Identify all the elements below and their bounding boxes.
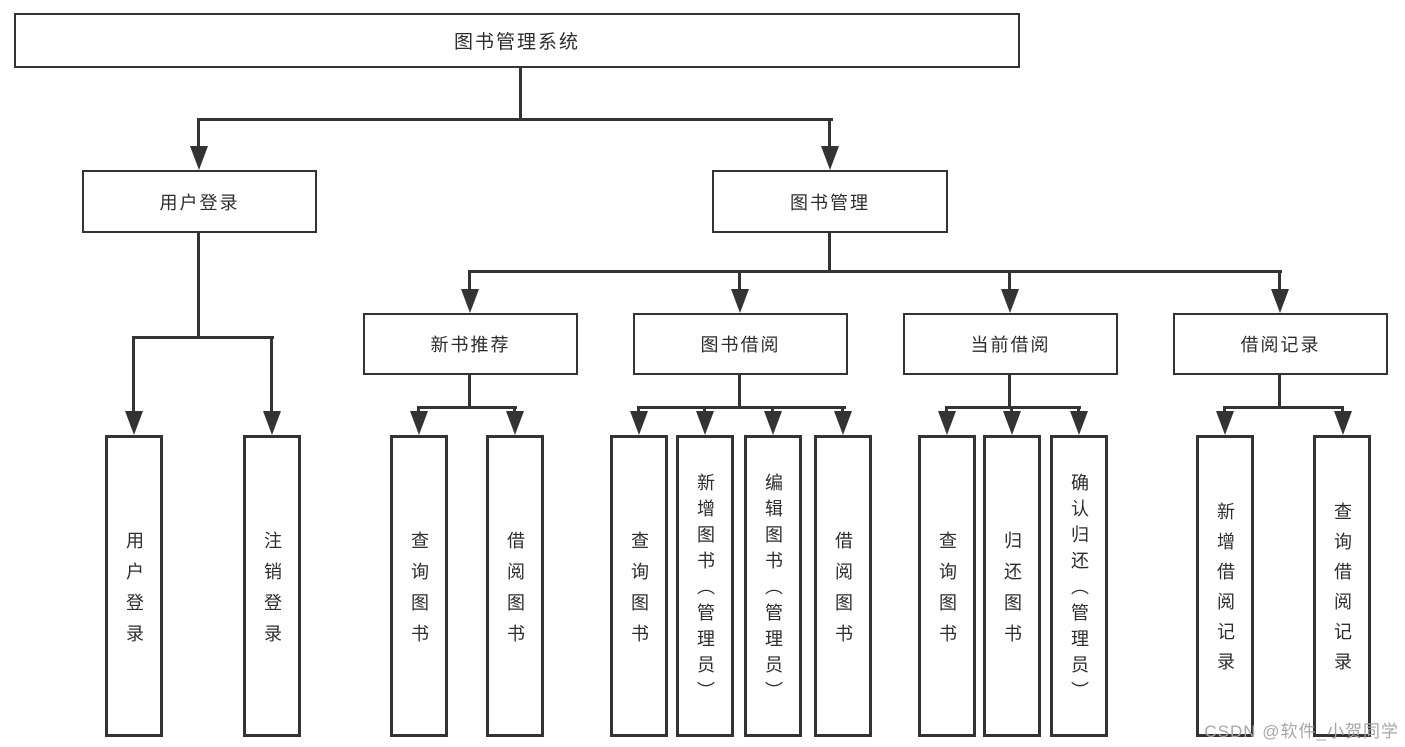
arrow-down-icon <box>461 289 479 313</box>
connector-line <box>703 406 706 414</box>
leaf-logout: 注销登录 <box>243 435 301 737</box>
arrow-down-icon <box>263 411 281 435</box>
arrow-down-icon <box>1003 411 1021 435</box>
connector-line <box>417 406 420 414</box>
arrow-down-icon <box>834 411 852 435</box>
arrow-down-icon <box>630 411 648 435</box>
connector-line <box>738 373 741 409</box>
arrow-down-icon <box>821 146 839 170</box>
node-new-book-recommend: 新书推荐 <box>363 313 578 375</box>
leaf-confirm-return-admin: 确认归还（管理员） <box>1050 435 1108 737</box>
connector-line <box>1223 406 1344 409</box>
connector-line <box>828 231 831 273</box>
leaf-confirm-return-admin-label: 确认归还（管理员） <box>1069 473 1089 707</box>
node-book-borrow-label: 图书借阅 <box>700 335 781 355</box>
connector-line <box>1341 406 1344 414</box>
leaf-recommend-query-books-label: 查询图书 <box>409 530 429 655</box>
leaf-current-query-books: 查询图书 <box>918 435 976 737</box>
node-borrow-records-label: 借阅记录 <box>1240 335 1321 355</box>
connector-line <box>519 66 522 120</box>
connector-line <box>132 336 135 413</box>
connector-line <box>637 406 640 414</box>
leaf-edit-books-admin-label: 编辑图书（管理员） <box>763 473 783 707</box>
node-user-login-label: 用户登录 <box>159 192 240 213</box>
leaf-borrow-query-books-label: 查询图书 <box>629 530 649 655</box>
connector-line <box>1278 270 1281 292</box>
connector-line <box>468 270 471 292</box>
connector-line <box>771 406 774 414</box>
connector-line <box>828 118 831 149</box>
leaf-recommend-query-books: 查询图书 <box>390 435 448 737</box>
connector-line <box>1223 406 1226 414</box>
node-book-management: 图书管理 <box>712 170 948 233</box>
arrow-down-icon <box>410 411 428 435</box>
node-root: 图书管理系统 <box>14 13 1020 68</box>
node-user-login: 用户登录 <box>82 170 317 233</box>
arrow-down-icon <box>696 411 714 435</box>
arrow-down-icon <box>764 411 782 435</box>
connector-line <box>945 406 1081 409</box>
arrow-down-icon <box>1070 411 1088 435</box>
connector-line <box>468 373 471 409</box>
node-book-borrow: 图书借阅 <box>633 313 848 375</box>
connector-line <box>132 336 274 339</box>
node-root-label: 图书管理系统 <box>453 32 580 53</box>
leaf-borrow-books-label: 借阅图书 <box>833 530 853 655</box>
leaf-logout-label: 注销登录 <box>262 530 282 655</box>
connector-line <box>1010 406 1013 414</box>
connector-line <box>270 336 273 413</box>
connector-line <box>197 118 833 121</box>
connector-line <box>417 406 517 409</box>
leaf-return-books: 归还图书 <box>983 435 1041 737</box>
connector-line <box>841 406 844 414</box>
arrow-down-icon <box>125 411 143 435</box>
connector-line <box>1008 373 1011 409</box>
leaf-add-books-admin-label: 新增图书（管理员） <box>695 473 715 707</box>
leaf-return-books-label: 归还图书 <box>1002 530 1022 655</box>
leaf-current-query-books-label: 查询图书 <box>937 530 957 655</box>
leaf-recommend-borrow-books: 借阅图书 <box>486 435 544 737</box>
leaf-user-login-label: 用户登录 <box>124 530 144 655</box>
arrow-down-icon <box>1334 411 1352 435</box>
arrow-down-icon <box>190 146 208 170</box>
connector-line <box>945 406 948 414</box>
arrow-down-icon <box>506 411 524 435</box>
leaf-query-borrow-record-label: 查询借阅记录 <box>1332 502 1352 682</box>
connector-line <box>197 118 200 149</box>
connector-line <box>1008 270 1011 292</box>
leaf-add-borrow-record: 新增借阅记录 <box>1196 435 1254 737</box>
leaf-recommend-borrow-books-label: 借阅图书 <box>505 530 525 655</box>
leaf-borrow-query-books: 查询图书 <box>610 435 668 737</box>
connector-line <box>738 270 741 292</box>
connector-line <box>468 270 1282 273</box>
connector-line <box>1077 406 1080 414</box>
arrow-down-icon <box>1216 411 1234 435</box>
node-book-management-label: 图书管理 <box>790 192 870 213</box>
watermark: CSDN @软件_小贺同学 <box>1204 722 1399 741</box>
connector-line <box>197 231 200 338</box>
leaf-add-books-admin: 新增图书（管理员） <box>676 435 734 737</box>
node-new-book-recommend-label: 新书推荐 <box>430 335 511 355</box>
arrow-down-icon <box>1001 289 1019 313</box>
leaf-borrow-books: 借阅图书 <box>814 435 872 737</box>
node-current-borrow-label: 当前借阅 <box>970 335 1051 355</box>
node-borrow-records: 借阅记录 <box>1173 313 1388 375</box>
node-current-borrow: 当前借阅 <box>903 313 1118 375</box>
connector-line <box>513 406 516 414</box>
leaf-add-borrow-record-label: 新增借阅记录 <box>1215 502 1235 682</box>
arrow-down-icon <box>1271 289 1289 313</box>
leaf-user-login: 用户登录 <box>105 435 163 737</box>
arrow-down-icon <box>731 289 749 313</box>
connector-line <box>637 406 846 409</box>
leaf-edit-books-admin: 编辑图书（管理员） <box>744 435 802 737</box>
leaf-query-borrow-record: 查询借阅记录 <box>1313 435 1371 737</box>
arrow-down-icon <box>938 411 956 435</box>
connector-line <box>1278 373 1281 409</box>
